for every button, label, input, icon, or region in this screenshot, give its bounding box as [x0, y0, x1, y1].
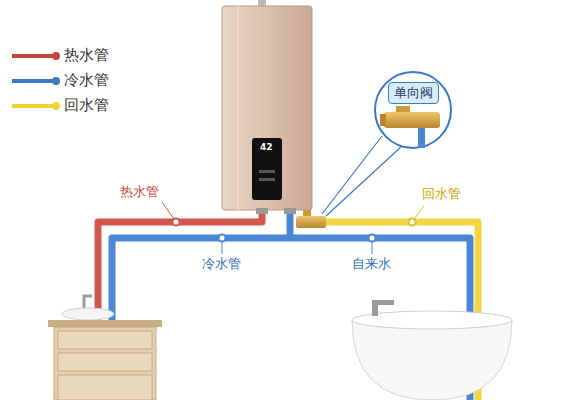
legend-text: 回水管 [64, 96, 109, 114]
check-valve [296, 210, 326, 228]
pipe-label: 热水管 [118, 184, 161, 200]
pipe-label: 回水管 [420, 186, 463, 202]
pipe-label: 自来水 [350, 256, 393, 272]
legend-text: 冷水管 [64, 71, 109, 89]
legend-lines [12, 52, 60, 110]
water-heater [222, 0, 312, 214]
washbasin-cabinet [48, 296, 162, 400]
legend-text: 热水管 [64, 46, 109, 64]
pipe-label: 冷水管 [200, 256, 243, 272]
display-reading: 42 [260, 142, 273, 153]
label-leaders [162, 202, 424, 254]
callout-label: 单向阀 [394, 84, 433, 102]
callout-label-box: 单向阀 [388, 82, 439, 104]
bathtub-basin [352, 300, 512, 400]
